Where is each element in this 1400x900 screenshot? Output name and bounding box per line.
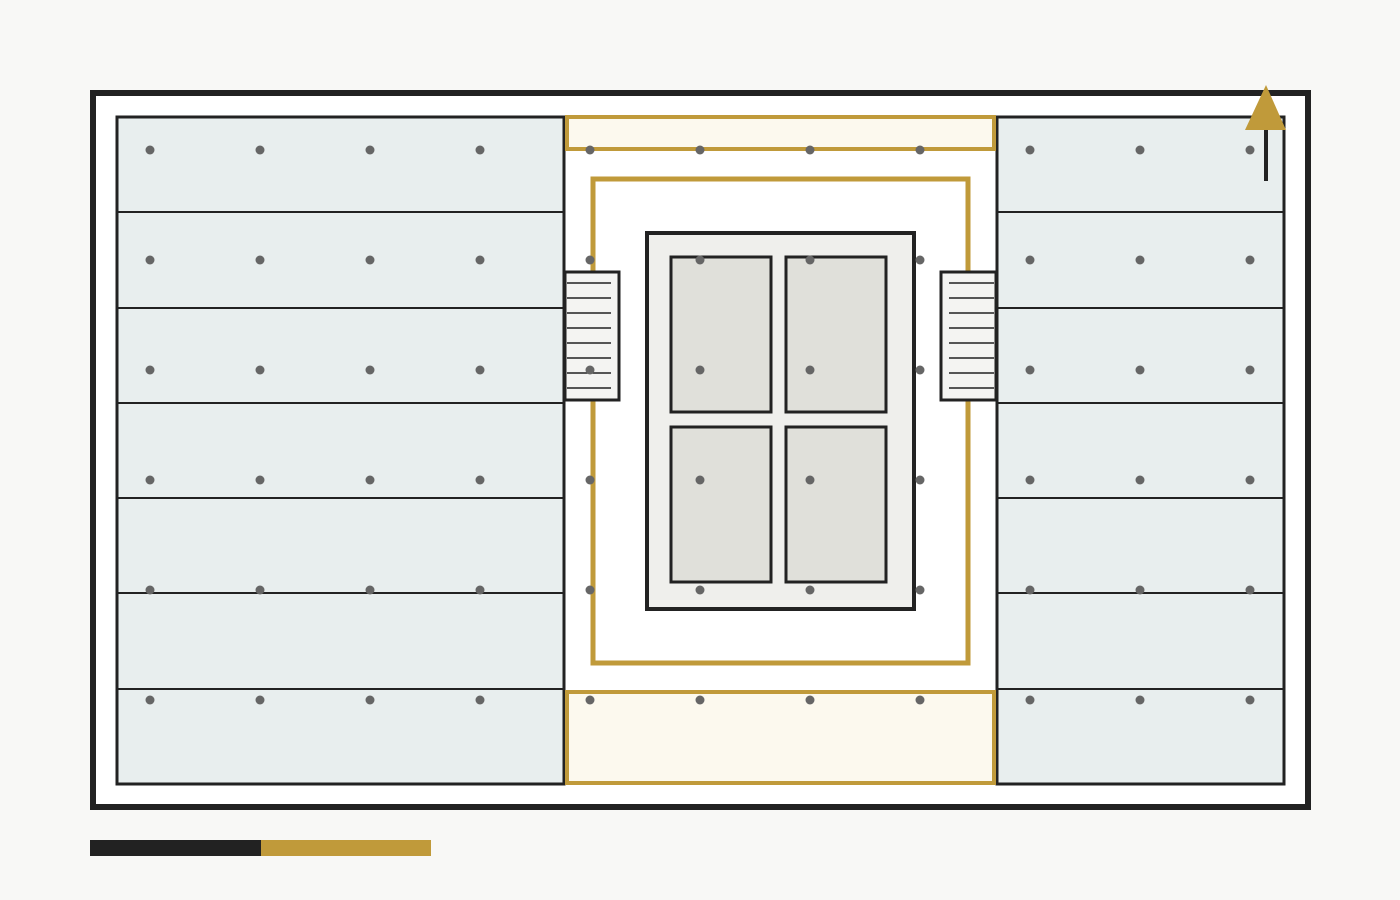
column-dot — [1245, 145, 1255, 155]
column-dot — [805, 695, 815, 705]
column-dot — [585, 475, 595, 485]
column-dot — [915, 365, 925, 375]
column-dot — [145, 145, 155, 155]
column-dot — [475, 365, 485, 375]
column-dot — [1135, 475, 1145, 485]
column-dot — [695, 585, 705, 595]
column-dot — [585, 695, 595, 705]
column-dot — [585, 365, 595, 375]
column-dot — [1025, 255, 1035, 265]
central-zone-boundary — [590, 176, 971, 666]
column-dot — [475, 585, 485, 595]
column-dot — [255, 695, 265, 705]
bottom-highlight-zone — [565, 690, 996, 785]
column-dot — [1135, 365, 1145, 375]
column-dot — [1025, 145, 1035, 155]
column-dot — [1245, 585, 1255, 595]
column-dot — [805, 585, 815, 595]
column-dot — [585, 255, 595, 265]
stair-right — [939, 270, 998, 402]
column-dot — [255, 585, 265, 595]
column-dot — [1025, 365, 1035, 375]
column-dot — [695, 475, 705, 485]
right-wing-area — [995, 115, 1286, 786]
column-dot — [255, 145, 265, 155]
scale-bar-dark-segment — [90, 840, 261, 856]
scale-bar — [90, 840, 431, 856]
column-dot — [805, 255, 815, 265]
column-dot — [475, 695, 485, 705]
column-dot — [915, 585, 925, 595]
column-dot — [145, 365, 155, 375]
core-room-bottom-left — [669, 425, 773, 584]
column-dot — [805, 365, 815, 375]
stair-right-treads — [949, 282, 994, 389]
column-dot — [365, 145, 375, 155]
column-dot — [805, 145, 815, 155]
column-dot — [475, 255, 485, 265]
column-dot — [695, 145, 705, 155]
core-room-bottom-right — [784, 425, 888, 584]
column-dot — [365, 475, 375, 485]
column-dot — [585, 585, 595, 595]
column-dot — [1025, 695, 1035, 705]
core-room-top-left — [669, 255, 773, 414]
column-dot — [365, 585, 375, 595]
column-dot — [365, 255, 375, 265]
left-wing-area — [115, 115, 566, 786]
column-dot — [695, 255, 705, 265]
column-dot — [1245, 365, 1255, 375]
scale-bar-gold-segment — [261, 840, 431, 856]
column-dot — [1245, 255, 1255, 265]
north-arrow-icon — [1245, 85, 1286, 181]
column-dot — [145, 695, 155, 705]
column-dot — [475, 475, 485, 485]
column-dot — [1135, 695, 1145, 705]
building-core — [645, 231, 916, 611]
column-dot — [915, 695, 925, 705]
stair-left — [563, 270, 621, 402]
column-dot — [1135, 255, 1145, 265]
top-highlight-zone — [565, 115, 996, 151]
column-dot — [255, 475, 265, 485]
column-dot — [805, 475, 815, 485]
column-dot — [585, 145, 595, 155]
column-dot — [1245, 695, 1255, 705]
column-dot — [145, 585, 155, 595]
column-dot — [365, 695, 375, 705]
column-dot — [255, 255, 265, 265]
stair-left-box — [563, 270, 621, 402]
column-dot — [365, 365, 375, 375]
column-dot — [915, 145, 925, 155]
column-dot — [915, 475, 925, 485]
column-dot — [695, 365, 705, 375]
column-dot — [1135, 145, 1145, 155]
stair-right-box — [939, 270, 998, 402]
column-dot — [695, 695, 705, 705]
column-dot — [915, 255, 925, 265]
column-dot — [145, 255, 155, 265]
column-dot — [1025, 585, 1035, 595]
right-wing — [995, 115, 1286, 786]
column-dot — [1025, 475, 1035, 485]
column-dot — [255, 365, 265, 375]
column-dot — [1135, 585, 1145, 595]
core-room-top-right — [784, 255, 888, 414]
column-dot — [475, 145, 485, 155]
left-wing — [115, 115, 566, 786]
structural-column-grid — [145, 145, 1255, 705]
column-dot — [1245, 475, 1255, 485]
column-dot — [145, 475, 155, 485]
left-wing-bay-lines — [117, 211, 564, 690]
